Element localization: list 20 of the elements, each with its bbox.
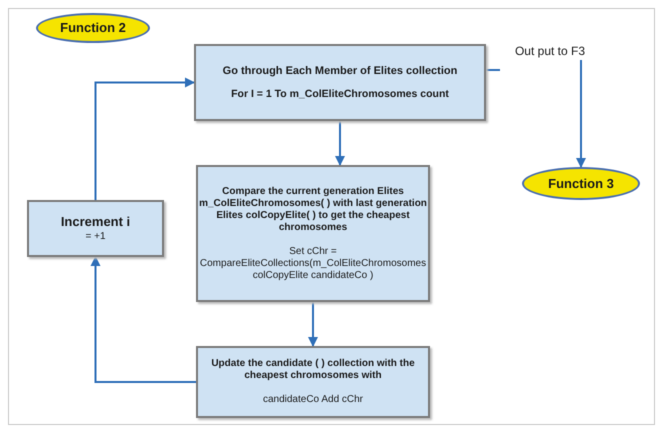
node-heading: Go through Each Member of Elites collection <box>222 64 458 78</box>
process-box <box>194 44 486 121</box>
process-box <box>196 346 430 418</box>
arrow <box>308 302 318 347</box>
node-heading: Increment i <box>60 214 130 230</box>
node-text: candidateCo Add cChr <box>262 394 364 406</box>
node-heading: Function 2 <box>60 20 126 36</box>
process-box <box>196 165 430 302</box>
node-text: For I = 1 To m_ColEliteChromosomes count <box>231 88 449 100</box>
arrow <box>335 121 345 166</box>
arrow <box>90 256 196 383</box>
arrow <box>576 60 586 168</box>
arrow <box>94 78 195 200</box>
node-text: Set cChr = CompareEliteCollections(m_ColEliteChromosomes colCopyElite candidateCo ) <box>198 246 428 282</box>
node-text: = +1 <box>85 231 106 244</box>
process-box <box>27 200 164 257</box>
flow-label: Out put to F3 <box>514 44 586 58</box>
node-heading: Update the candidate ( ) collection with the cheapest chromosomes with <box>210 358 416 382</box>
node-heading: Function 3 <box>548 176 614 192</box>
node-heading: Compare the current generation Elites m_ColEliteChromosomes( ) with last generation Elites colCopyElite( ) to get the cheapest chromosomes <box>198 186 428 234</box>
